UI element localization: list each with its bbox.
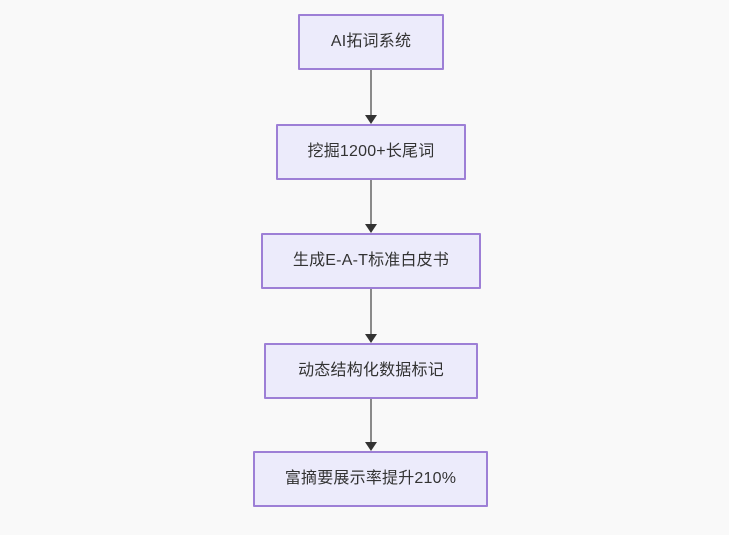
edge-line [370, 70, 372, 116]
arrowhead-icon [365, 442, 377, 451]
arrowhead-icon [365, 334, 377, 343]
node-label: 生成E-A-T标准白皮书 [292, 252, 450, 270]
node-rich-snippet-display-rate-increase[interactable]: 富摘要展示率提升210% [253, 451, 488, 507]
edge-line [370, 180, 372, 225]
node-generate-eat-whitepaper[interactable]: 生成E-A-T标准白皮书 [261, 233, 481, 289]
node-label: 挖掘1200+长尾词 [307, 143, 435, 161]
node-dynamic-structured-data-markup[interactable]: 动态结构化数据标记 [264, 343, 478, 399]
node-label: 动态结构化数据标记 [298, 362, 444, 380]
node-mine-long-tail-keywords[interactable]: 挖掘1200+长尾词 [276, 124, 466, 180]
node-ai-keyword-expansion-system[interactable]: AI拓词系统 [298, 14, 444, 70]
node-label: AI拓词系统 [330, 33, 412, 51]
arrowhead-icon [365, 224, 377, 233]
edge-line [370, 399, 372, 443]
edge-line [370, 289, 372, 335]
node-label: 富摘要展示率提升210% [284, 470, 457, 488]
arrowhead-icon [365, 115, 377, 124]
